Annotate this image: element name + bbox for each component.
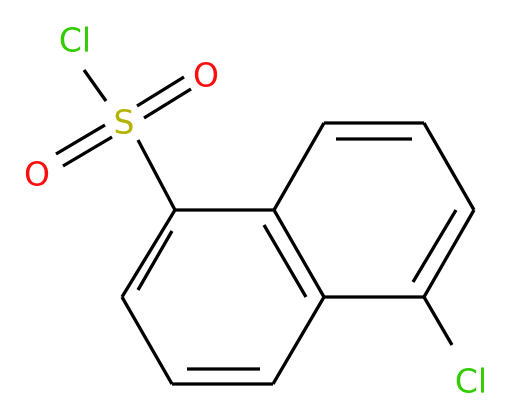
chlorine-atom-label-sulfonyl: Cl (59, 21, 91, 60)
bond-c2-c3 (120, 296, 174, 385)
chlorine-atom-label-ring: Cl (455, 362, 487, 401)
bond-c1-c2 (120, 209, 177, 298)
bond-s-o-right-inner (136, 75, 185, 108)
bond-c4a-c8a-inner (262, 224, 308, 298)
bond-c7-c6 (422, 122, 476, 211)
bond-c4a-c8a (272, 209, 326, 298)
bond-c8a-c8 (272, 122, 326, 211)
bond-cl-s (82, 69, 108, 102)
bond-s-o-right-outer (143, 87, 192, 120)
bond-s-c1 (136, 139, 177, 211)
bond-c6-c5-inner (411, 209, 458, 283)
bond-s-o-left-inner (55, 123, 106, 156)
bond-c1-c2-inner (136, 230, 174, 291)
bond-c6-c5 (422, 209, 476, 298)
bond-c5-cl (422, 296, 454, 346)
bond-s-o-left-outer (62, 135, 113, 168)
oxygen-atom-label-right: O (193, 56, 219, 95)
oxygen-atom-label-left: O (24, 155, 50, 194)
bond-c4-c4a (271, 296, 326, 385)
sulfur-atom-label: S (114, 103, 135, 142)
